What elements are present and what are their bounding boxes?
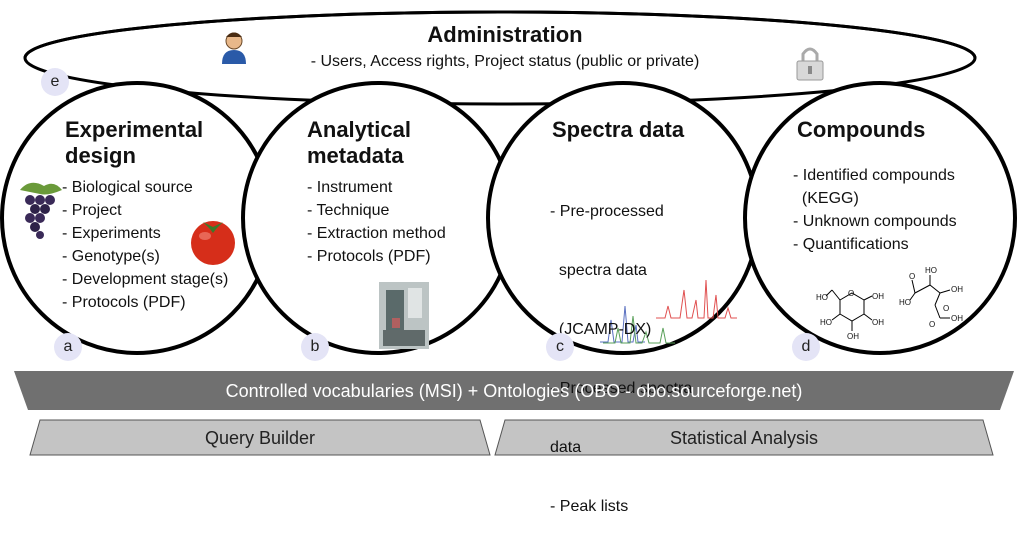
list-item: spectra data bbox=[550, 262, 647, 279]
badge-a: a bbox=[54, 333, 82, 361]
administration-ellipse-top bbox=[23, 10, 977, 59]
atom-label: OH bbox=[951, 285, 963, 294]
analytical-metadata-title-line-1: Analytical bbox=[307, 117, 411, 142]
diagram-shapes bbox=[0, 10, 1017, 456]
spectra-data-title-line-1: Spectra data bbox=[552, 117, 685, 142]
analytical-metadata-title-line-2: metadata bbox=[307, 143, 404, 168]
list-item: - Protocols (PDF) bbox=[62, 294, 186, 311]
badge-e: e bbox=[41, 68, 69, 96]
atom-label: OH bbox=[872, 318, 884, 327]
statistical-analysis-label: Statistical Analysis bbox=[669, 428, 819, 448]
experimental-design-title: Experimental design bbox=[65, 117, 203, 169]
list-item: (JCAMP-DX) bbox=[550, 321, 652, 338]
list-item: - Biological source bbox=[62, 179, 193, 196]
atom-label: HO bbox=[899, 298, 911, 307]
lock-icon bbox=[796, 47, 824, 81]
atom-label: OH bbox=[951, 314, 963, 323]
list-item: - Quantifications bbox=[793, 236, 909, 253]
list-item: - Pre-processed bbox=[550, 203, 664, 220]
badge-d: d bbox=[792, 333, 820, 361]
list-item: - Project bbox=[62, 202, 122, 219]
circle-compounds bbox=[743, 81, 1017, 355]
query-builder-label: Query Builder bbox=[204, 428, 316, 448]
instrument-photo bbox=[379, 282, 429, 349]
list-item: data bbox=[550, 439, 582, 456]
list-item: - Identified compounds bbox=[793, 167, 955, 184]
list-item: (KEGG) bbox=[793, 190, 859, 207]
compounds-list: - Identified compounds (KEGG) - Unknown … bbox=[793, 164, 957, 256]
vocabulary-bar-shape bbox=[14, 371, 1014, 410]
atom-label: O bbox=[848, 289, 855, 298]
spectra-data-title: Spectra data bbox=[552, 117, 684, 143]
compounds-title-line-1: Compounds bbox=[797, 117, 926, 142]
query-builder-bar-shape bbox=[29, 419, 491, 456]
grapes-icon bbox=[20, 182, 62, 239]
atom-label: O bbox=[909, 272, 916, 281]
glucose-structure bbox=[825, 289, 873, 331]
list-item: - Instrument bbox=[307, 179, 393, 196]
atom-label: OH bbox=[847, 332, 859, 341]
atom-label: O bbox=[929, 320, 936, 329]
list-item: - Unknown compounds bbox=[793, 213, 957, 230]
atom-label: OH bbox=[872, 292, 884, 301]
administration-title: Administration bbox=[427, 22, 583, 47]
atom-label: O bbox=[943, 304, 950, 313]
compounds-title: Compounds bbox=[797, 117, 925, 143]
atom-label: HO bbox=[925, 266, 937, 275]
architecture-diagram: Administration - Users, Access rights, P… bbox=[0, 10, 1017, 515]
list-item: - Technique bbox=[307, 202, 390, 219]
tomato-icon bbox=[191, 221, 235, 265]
spectra-data-list: - Pre-processed spectra data (JCAMP-DX) … bbox=[550, 164, 692, 554]
experimental-design-list: - Biological source - Project - Experime… bbox=[62, 176, 228, 314]
analytical-metadata-title: Analytical metadata bbox=[307, 117, 411, 169]
list-item: - Extraction method bbox=[307, 225, 446, 242]
list-item: - Genotype(s) bbox=[62, 248, 160, 265]
list-item: - Development stage(s) bbox=[62, 271, 229, 288]
list-item: - Peak lists bbox=[550, 498, 629, 515]
statistical-analysis-bar-shape bbox=[494, 419, 994, 456]
list-item: - Processed spectra bbox=[550, 380, 693, 397]
atom-label: HO bbox=[820, 318, 832, 327]
experimental-design-title-line-2: design bbox=[65, 143, 136, 168]
citric-acid-structure bbox=[909, 275, 951, 319]
list-item: - Experiments bbox=[62, 225, 161, 242]
experimental-design-title-line-1: Experimental bbox=[65, 117, 204, 142]
administration-description: - Users, Access rights, Project status (… bbox=[310, 53, 700, 70]
list-item: - Protocols (PDF) bbox=[307, 248, 431, 265]
badge-b: b bbox=[301, 333, 329, 361]
analytical-metadata-list: - Instrument - Technique - Extraction me… bbox=[307, 176, 446, 268]
vocabulary-bar-label: Controlled vocabularies (MSI) + Ontologi… bbox=[225, 381, 803, 401]
spectrum-chart-icon bbox=[600, 279, 737, 344]
user-icon bbox=[222, 32, 246, 64]
atom-label: HO bbox=[816, 293, 828, 302]
badge-c: c bbox=[546, 333, 574, 361]
